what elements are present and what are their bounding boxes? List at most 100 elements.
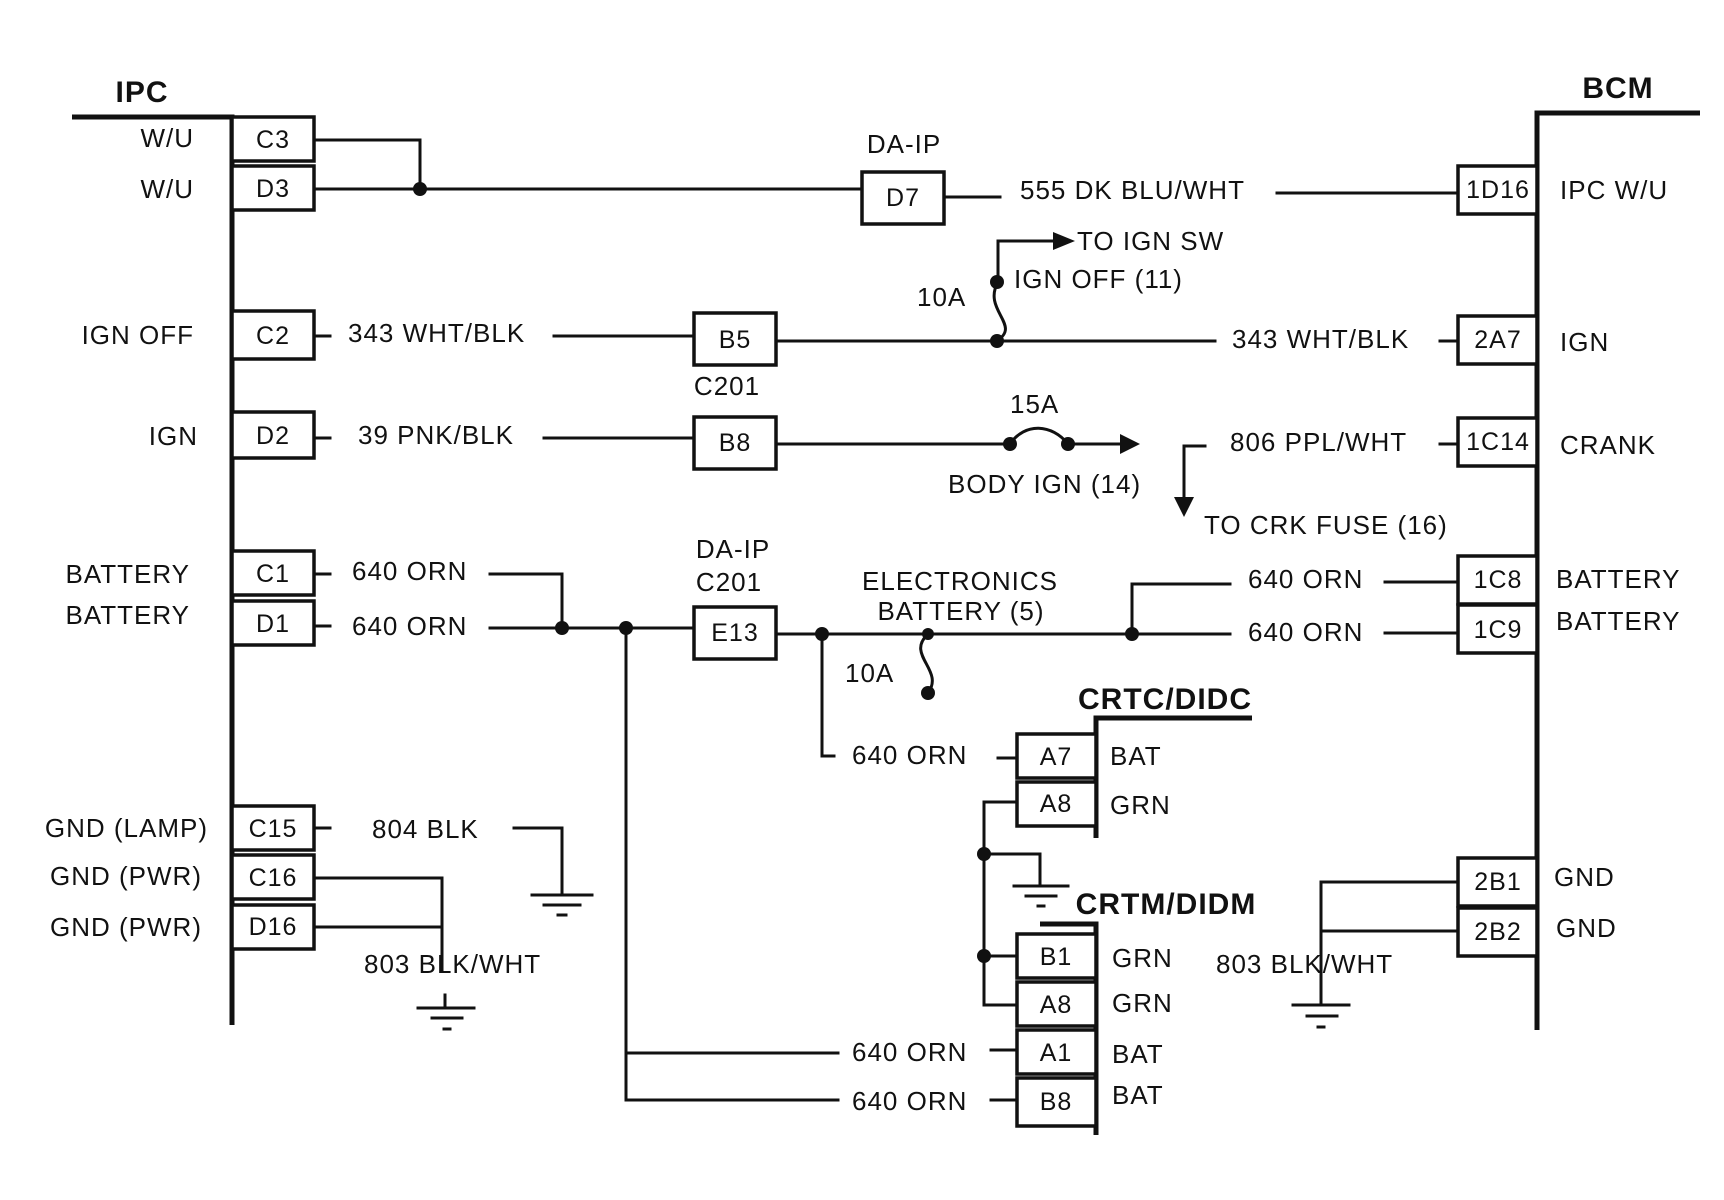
ipc-pin-c3-label: W/U <box>140 123 194 153</box>
connector-b5 <box>692 311 778 367</box>
ground-symbol-bcm <box>1291 1003 1351 1029</box>
ipc-pin-c2: C2 <box>256 322 290 350</box>
crtc-pin-a8-label: GRN <box>1110 790 1171 820</box>
ipc-pin-d16: D16 <box>249 913 298 941</box>
bcm-pin-2b2-label: GND <box>1556 913 1617 943</box>
ign-fuse-circuit: IGN OFF (11) <box>1014 264 1183 294</box>
ground-symbol-ipc-pwr <box>416 993 476 1031</box>
ign-fuse-destination: TO IGN SW <box>1077 226 1224 256</box>
wire-label-803-left: 803 BLK/WHT <box>364 949 541 979</box>
ipc-pins: C3 W/U D3 W/U C2 IGN OFF D2 IGN C1 BATTE… <box>45 123 298 942</box>
bcm-pin-2a7-label: IGN <box>1560 327 1609 357</box>
connector-b5-pin: B5 <box>719 326 752 354</box>
connector-d7-name: DA-IP <box>867 129 941 159</box>
crtm-module-title: CRTM/DIDM <box>1076 888 1257 921</box>
connector-e13 <box>692 605 778 661</box>
crtc-module-outline <box>1015 715 1252 838</box>
wire-label-640-d1: 640 ORN <box>352 611 467 641</box>
crtm-pin-a8: A8 <box>1040 991 1073 1019</box>
crtc-pin-a7: A7 <box>1040 743 1073 771</box>
wire-label-39: 39 PNK/BLK <box>358 420 514 450</box>
crtm-pin-a1-label: BAT <box>1112 1039 1164 1069</box>
ipc-pin-d1-label: BATTERY <box>65 600 190 630</box>
ipc-pin-c1-label: BATTERY <box>65 559 190 589</box>
ipc-pin-d1: D1 <box>256 610 290 638</box>
bcm-pin-1d16-label: IPC W/U <box>1560 175 1668 205</box>
ipc-pin-c15-label: GND (LAMP) <box>45 813 208 843</box>
connector-d7 <box>860 170 946 226</box>
splice-dots <box>413 182 1139 963</box>
connector-e13-name1: DA-IP <box>696 534 770 564</box>
bcm-pin-2b2: 2B2 <box>1474 918 1521 946</box>
electronics-fuse-rating: 10A <box>845 658 894 688</box>
crtm-pin-b8-label: BAT <box>1112 1080 1164 1110</box>
wire-label-640-b8: 640 ORN <box>852 1086 967 1116</box>
crtc-pin-a7-label: BAT <box>1110 741 1162 771</box>
crtc-module-title: CRTC/DIDC <box>1078 683 1252 716</box>
ign-fuse-rating: 10A <box>917 282 966 312</box>
ipc-pin-c16-label: GND (PWR) <box>50 861 202 891</box>
bcm-module-title: BCM <box>1582 72 1653 105</box>
bcm-pin-1c14: 1C14 <box>1466 428 1530 456</box>
bcm-pin-1c14-label: CRANK <box>1560 430 1656 460</box>
bcm-pin-2a7: 2A7 <box>1474 326 1521 354</box>
connector-d7-pin: D7 <box>886 184 920 212</box>
crtm-pin-a8-label: GRN <box>1112 988 1173 1018</box>
crtm-pins: B1 GRN A8 GRN A1 BAT B8 BAT <box>1040 943 1173 1116</box>
bcm-pin-2b1: 2B1 <box>1474 868 1521 896</box>
ipc-pin-c2-label: IGN OFF <box>82 320 194 350</box>
ipc-pin-d3: D3 <box>256 175 290 203</box>
crank-fuse-destination: TO CRK FUSE (16) <box>1204 510 1448 540</box>
bcm-pins: 1D16 IPC W/U 2A7 IGN 1C14 CRANK 1C8 BATT… <box>1466 175 1681 946</box>
ipc-pin-c15: C15 <box>249 815 298 843</box>
ipc-pin-c1: C1 <box>256 560 290 588</box>
crtc-pin-a8: A8 <box>1040 790 1073 818</box>
wire-labels: 555 DK BLU/WHT 343 WHT/BLK 343 WHT/BLK 3… <box>348 175 1409 1116</box>
wire-label-803-right: 803 BLK/WHT <box>1216 949 1393 979</box>
electronics-fuse-name-2: BATTERY (5) <box>877 596 1044 626</box>
body-fuse-rating: 15A <box>1010 389 1059 419</box>
connector-b5-name: C201 <box>694 371 760 401</box>
bcm-pin-2b1-label: GND <box>1554 862 1615 892</box>
ipc-module-outline <box>72 114 316 1025</box>
bcm-pin-1c9: 1C9 <box>1474 616 1523 644</box>
connector-e13-pin: E13 <box>711 619 758 647</box>
fuse-labels: 10A TO IGN SW IGN OFF (11) 15A BODY IGN … <box>845 226 1448 688</box>
crtm-pin-b8: B8 <box>1040 1088 1073 1116</box>
ipc-pin-d2-label: IGN <box>149 421 198 451</box>
ipc-pin-d16-label: GND (PWR) <box>50 912 202 942</box>
wire-label-640-1c8: 640 ORN <box>1248 564 1363 594</box>
wire-label-806: 806 PPL/WHT <box>1230 427 1407 457</box>
ipc-pin-d2: D2 <box>256 422 290 450</box>
connector-b8 <box>692 415 778 471</box>
wire-label-640-a1: 640 ORN <box>852 1037 967 1067</box>
wires <box>312 138 1460 1102</box>
bcm-module-outline <box>1456 110 1700 1030</box>
body-fuse-name: BODY IGN (14) <box>948 469 1141 499</box>
ipc-module-title: IPC <box>115 76 168 109</box>
bcm-pin-1c9-label: BATTERY <box>1556 606 1681 636</box>
bcm-pin-1d16: 1D16 <box>1466 176 1530 204</box>
crtc-pins: A7 BAT A8 GRN <box>1040 741 1171 820</box>
electronics-fuse-name-1: ELECTRONICS <box>862 566 1058 596</box>
connector-b8-pin: B8 <box>719 429 752 457</box>
bcm-pin-1c8: 1C8 <box>1474 566 1523 594</box>
wire-label-640-c1: 640 ORN <box>352 556 467 586</box>
wire-label-555: 555 DK BLU/WHT <box>1020 175 1245 205</box>
ground-symbol-ipc-lamp <box>530 893 594 917</box>
ipc-pin-c16: C16 <box>249 864 298 892</box>
ground-symbol-crtc <box>1012 884 1070 908</box>
crtm-pin-b1-label: GRN <box>1112 943 1173 973</box>
wire-label-343-right: 343 WHT/BLK <box>1232 324 1409 354</box>
wire-label-343-left: 343 WHT/BLK <box>348 318 525 348</box>
wire-label-640-1c9: 640 ORN <box>1248 617 1363 647</box>
inline-connectors: DA-IP D7 B5 C201 B8 DA-IP C201 E13 <box>694 129 941 647</box>
wire-label-804: 804 BLK <box>372 814 479 844</box>
connector-e13-name2: C201 <box>696 567 762 597</box>
ipc-pin-c3: C3 <box>256 126 290 154</box>
wire-label-640-a7: 640 ORN <box>852 740 967 770</box>
bcm-pin-1c8-label: BATTERY <box>1556 564 1681 594</box>
crtm-pin-b1: B1 <box>1040 943 1073 971</box>
crtm-pin-a1: A1 <box>1040 1039 1073 1067</box>
